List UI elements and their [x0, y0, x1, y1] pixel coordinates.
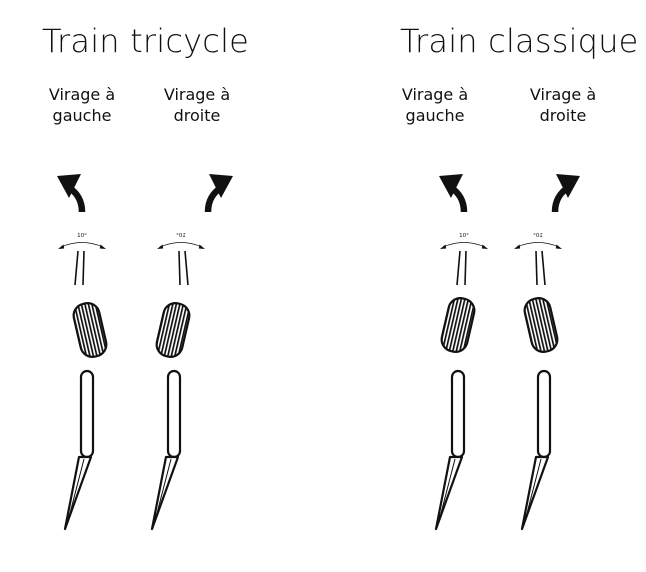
label-line-1: Virage à: [48, 85, 116, 104]
turn-arrow-icon: [57, 174, 82, 212]
leg-icon: [63, 369, 95, 531]
steering-angle-icon: [57, 232, 107, 286]
label-line-1: Virage à: [401, 85, 469, 104]
label-line-2: gauche: [52, 106, 112, 125]
label-line-1: Virage à: [163, 85, 231, 104]
turn-arrow-icon: [208, 174, 233, 212]
turn-arrow-icon: [555, 174, 580, 212]
label-line-2: droite: [539, 106, 587, 125]
wheel-icon: [521, 294, 561, 356]
leg-icon: [520, 369, 552, 531]
classique-right-turn: [513, 174, 580, 531]
classique-left-turn: [434, 174, 489, 531]
steering-angle-icon: [156, 232, 206, 286]
label-left-turn-tricycle: Virage à gauche: [37, 84, 127, 126]
leg-icon: [434, 369, 466, 531]
turn-arrow-icon: [439, 174, 464, 212]
leg-icon: [150, 369, 182, 531]
wheel-icon: [70, 299, 110, 361]
steering-angle-icon: [513, 232, 563, 286]
title-tricycle: Train tricycle: [42, 22, 250, 60]
label-line-2: droite: [173, 106, 221, 125]
label-line-1: Virage à: [529, 85, 597, 104]
steering-angle-icon: [439, 232, 489, 286]
wheel-icon: [438, 294, 478, 356]
wheel-icon: [153, 299, 193, 361]
label-right-turn-tricycle: Virage à droite: [152, 84, 242, 126]
label-left-turn-classique: Virage à gauche: [390, 84, 480, 126]
tricycle-left-turn: [57, 174, 110, 531]
title-classique: Train classique: [400, 22, 639, 60]
label-right-turn-classique: Virage à droite: [518, 84, 608, 126]
tricycle-right-turn: [150, 174, 233, 531]
label-line-2: gauche: [405, 106, 465, 125]
